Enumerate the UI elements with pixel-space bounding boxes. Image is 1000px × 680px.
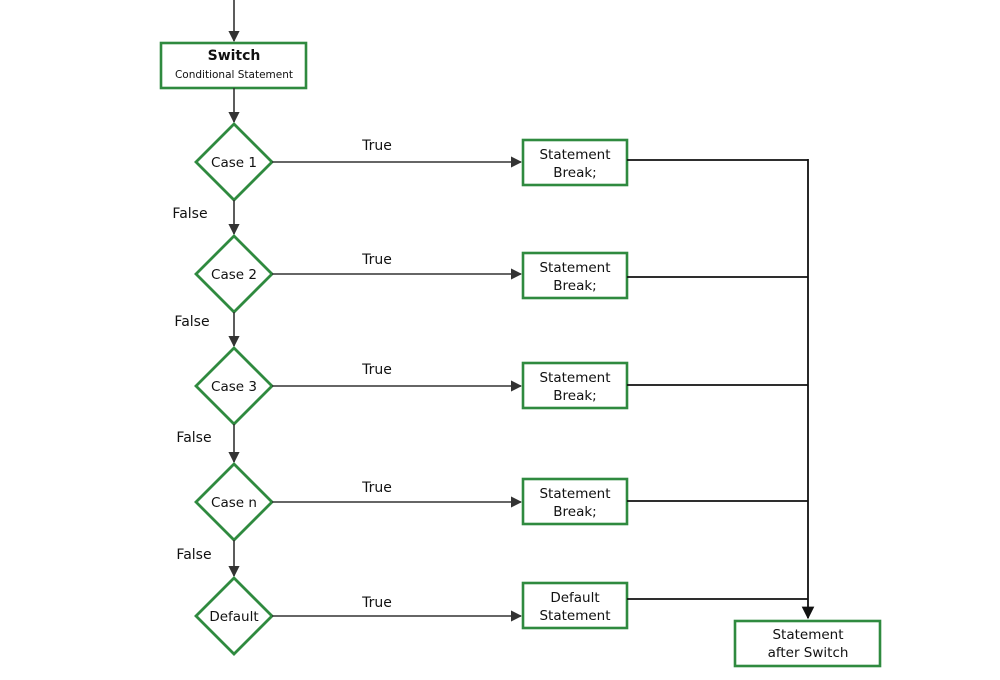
case-3-action-line1: Statement: [539, 370, 610, 386]
switch-title: Switch: [208, 48, 261, 64]
case-n-false-label: False: [176, 547, 211, 563]
case-1-action-line1: Statement: [539, 147, 610, 163]
after-switch-node: Statement after Switch: [733, 619, 882, 668]
switch-node: Switch Conditional Statement: [159, 41, 308, 90]
case-2-decision: Case 2: [194, 234, 274, 314]
default-true-label: True: [361, 595, 392, 611]
case-3-action-line2: Break;: [553, 388, 596, 404]
default-action-box: Default Statement: [521, 581, 629, 630]
case-n-action-line1: Statement: [539, 486, 610, 502]
case-2-label: Case 2: [211, 267, 257, 283]
default-label: Default: [209, 609, 258, 625]
default-decision: Default: [194, 576, 274, 656]
case-2-action-line2: Break;: [553, 278, 596, 294]
case-3-label: Case 3: [211, 379, 257, 395]
after-switch-line2: after Switch: [768, 645, 849, 661]
case-n-true-label: True: [361, 480, 392, 496]
switch-subtitle: Conditional Statement: [175, 69, 293, 81]
case-3-action-box: Statement Break;: [521, 361, 629, 410]
case-1-action-box: Statement Break;: [521, 138, 629, 187]
case-3-true-label: True: [361, 362, 392, 378]
case-1-action-line2: Break;: [553, 165, 596, 181]
case-1-label: Case 1: [211, 155, 257, 171]
case-1-false-label: False: [172, 206, 207, 222]
default-action-line1: Default: [550, 590, 599, 606]
case-n-action-box: Statement Break;: [521, 477, 629, 526]
case-1-decision: Case 1: [194, 122, 274, 202]
case-n-decision: Case n: [194, 462, 274, 542]
case-2-false-label: False: [174, 314, 209, 330]
case-2-true-label: True: [361, 252, 392, 268]
case-2-action-line1: Statement: [539, 260, 610, 276]
default-action-line2: Statement: [539, 608, 610, 624]
case-n-action-line2: Break;: [553, 504, 596, 520]
case-3-false-label: False: [176, 430, 211, 446]
case-3-decision: Case 3: [194, 346, 274, 426]
case-2-action-box: Statement Break;: [521, 251, 629, 300]
after-switch-line1: Statement: [772, 627, 843, 643]
case-1-true-label: True: [361, 138, 392, 154]
case-n-label: Case n: [211, 495, 257, 511]
